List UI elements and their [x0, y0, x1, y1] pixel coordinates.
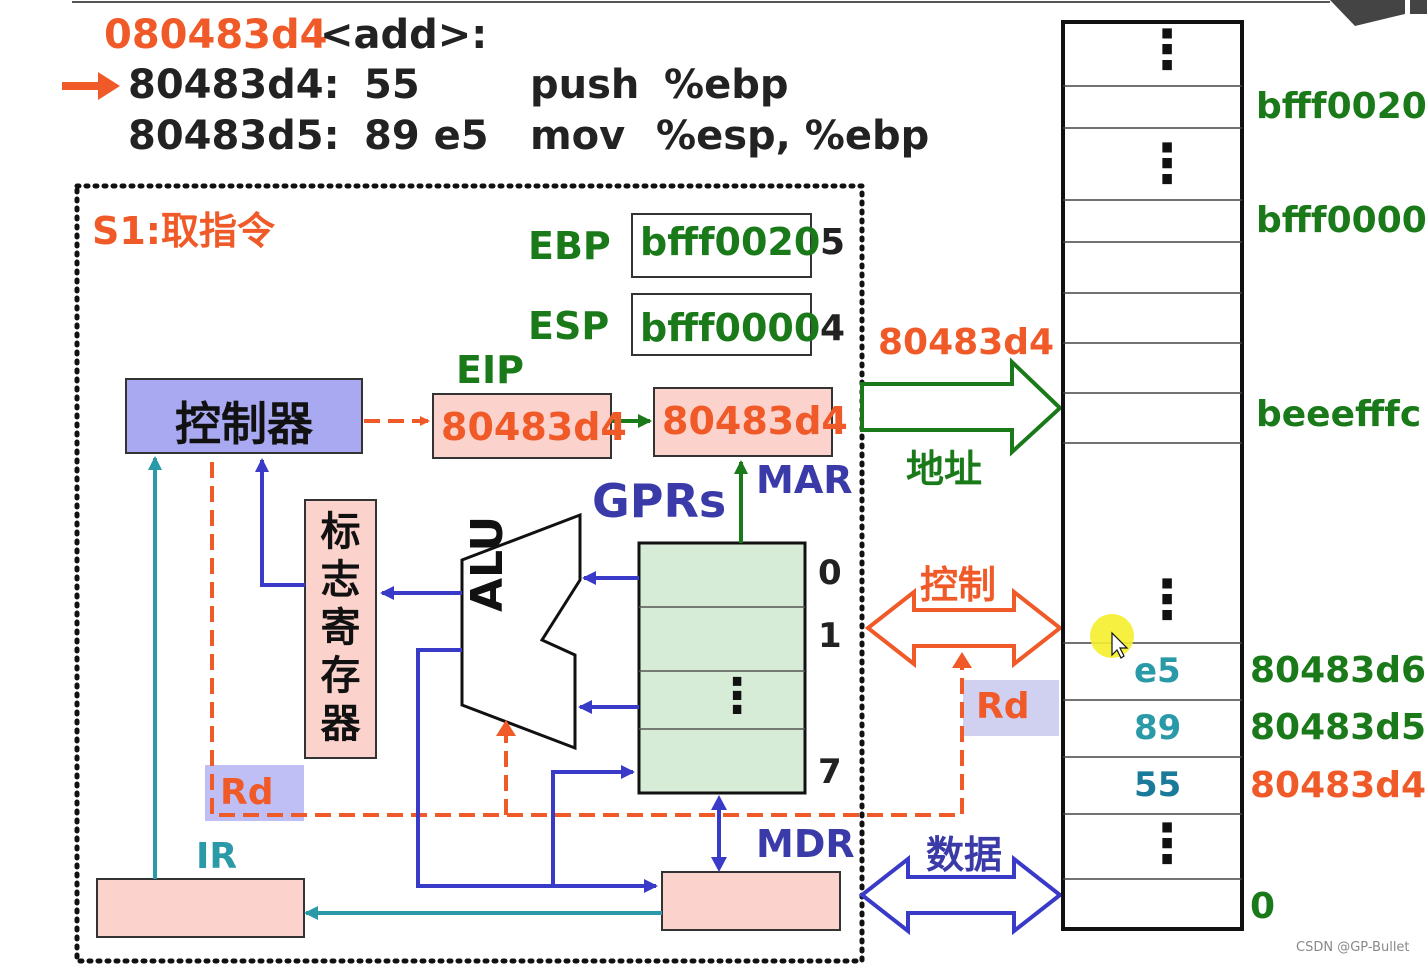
- memory-cell-55: 55: [1134, 765, 1182, 805]
- gpr-file: [637, 541, 807, 795]
- mar-box: [653, 387, 833, 457]
- gpr-ellipsis: ⋮: [713, 668, 761, 724]
- gprs-label: GPRs: [592, 474, 727, 528]
- eip-box: [432, 393, 612, 459]
- code-line-1-op: push: [530, 62, 640, 108]
- alu-label: ALU: [462, 515, 513, 612]
- mem-addr-bfff0020: bfff0020: [1256, 86, 1427, 127]
- mouse-cursor-icon: [1111, 631, 1129, 659]
- data-bus-label: 数据: [926, 833, 1003, 877]
- ebp-label: EBP: [528, 224, 611, 268]
- gpr-index-0: 0: [818, 553, 842, 593]
- address-bus-label: 地址: [906, 447, 983, 491]
- control-signal-line: [210, 462, 964, 817]
- func-name: <add>:: [320, 12, 488, 58]
- bus-to-gpr-arrow: [551, 765, 635, 886]
- eip-label: EIP: [456, 348, 524, 392]
- cpu-boundary: [74, 183, 865, 964]
- corner-decoration: [1330, 0, 1405, 26]
- flags-register-box: [304, 499, 377, 759]
- ebp-box: [631, 213, 812, 278]
- mdr-box: [661, 871, 841, 931]
- mdr-label: MDR: [756, 822, 855, 866]
- gpr-mdr-arrowhead-down: [711, 857, 727, 872]
- mem-addr-80483d6: 80483d6: [1250, 650, 1427, 691]
- memory-cell-e5: e5: [1134, 651, 1181, 691]
- control-bus-arrow: [864, 587, 1064, 669]
- code-line-1-addr: 80483d4:: [128, 62, 340, 108]
- ebp-value: bfff0020: [640, 220, 821, 264]
- mem-addr-0: 0: [1250, 886, 1276, 927]
- mem-addr-80483d5: 80483d5: [1250, 707, 1427, 748]
- esp-index: 4: [820, 308, 846, 349]
- flags-to-controller-arrow: [255, 458, 305, 587]
- alu-shape: [460, 512, 582, 751]
- code-line-1-bytes: 55: [364, 62, 420, 108]
- alu-to-mdr-arrow: [416, 648, 658, 893]
- ir-label: IR: [196, 836, 238, 877]
- memory-cell-89: 89: [1134, 708, 1182, 748]
- code-line-2-addr: 80483d5:: [128, 113, 340, 159]
- esp-value: bfff0000: [640, 306, 821, 350]
- code-line-2-args: %esp, %ebp: [656, 113, 930, 159]
- eip-value: 80483d4: [441, 405, 627, 449]
- code-line-2-op: mov: [530, 113, 626, 159]
- control-bus-label: 控制: [920, 563, 997, 607]
- step-title: S1:取指令: [92, 209, 276, 253]
- flags-register-label: 标志寄存器: [320, 509, 361, 747]
- mar-label: MAR: [756, 458, 853, 502]
- ebp-index: 5: [820, 222, 846, 263]
- address-bus-value: 80483d4: [878, 322, 1055, 363]
- rd-right-label: Rd: [976, 686, 1030, 727]
- esp-label: ESP: [528, 304, 610, 348]
- data-bus-arrow: [858, 854, 1064, 936]
- watermark: CSDN @GP-Bullet: [1296, 940, 1410, 955]
- memory-ellipsis: ⋮: [1140, 132, 1194, 195]
- memory-column: [1061, 20, 1244, 931]
- corner-decoration: [1410, 0, 1427, 14]
- mem-addr-80483d4: 80483d4: [1250, 765, 1427, 806]
- rd-left-label: Rd: [220, 772, 274, 813]
- code-line-1-args: %ebp: [664, 62, 789, 108]
- current-line-arrow-icon: [98, 72, 120, 100]
- controller-box: [125, 378, 363, 454]
- memory-cell-dividers: [1063, 85, 1242, 880]
- controller-label: 控制器: [175, 397, 313, 451]
- memory-ellipsis: ⋮: [1140, 18, 1194, 81]
- mem-addr-beeefffc: beeefffc: [1256, 394, 1422, 435]
- gpr-index-1: 1: [818, 616, 842, 656]
- alu-control-arrowhead: [496, 720, 516, 736]
- control-signal-arrowhead: [952, 652, 972, 668]
- memory-ellipsis: ⋮: [1140, 812, 1194, 875]
- gpr-index-7: 7: [818, 752, 842, 792]
- code-line-2-bytes: 89 e5: [364, 113, 489, 159]
- func-address: 080483d4: [104, 12, 328, 58]
- mar-value: 80483d4: [662, 399, 848, 443]
- mem-addr-bfff0000: bfff0000: [1256, 200, 1427, 241]
- address-bus-arrow: [860, 357, 1063, 457]
- esp-box: [631, 293, 812, 356]
- ir-box: [96, 878, 305, 938]
- rd-right-highlight: [963, 680, 1059, 736]
- gpr-mdr-arrowhead-up: [711, 795, 727, 810]
- memory-ellipsis: ⋮: [1140, 568, 1194, 631]
- rd-left-highlight: [205, 765, 304, 821]
